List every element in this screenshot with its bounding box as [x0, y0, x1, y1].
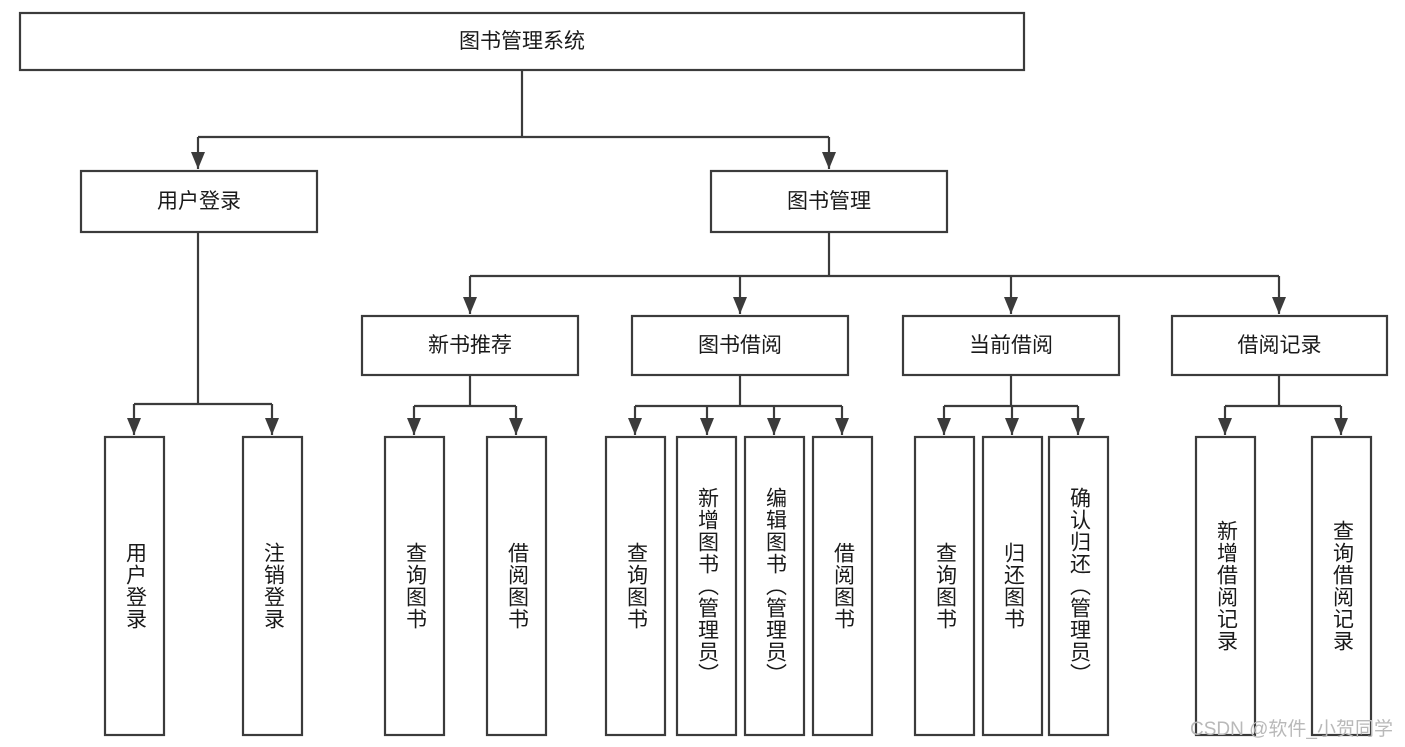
watermark-text: CSDN @软件_小贺同学	[1190, 719, 1393, 740]
arrow-to-leaf-confirm-return-icon	[1071, 418, 1085, 435]
arrow-to-leaf-return-book-icon	[1005, 418, 1019, 435]
arrow-to-current-borrow-icon	[1004, 297, 1018, 314]
connector-layer	[127, 70, 1348, 435]
arrow-to-book-borrow-icon	[733, 297, 747, 314]
node-leaf-edit-book-box[interactable]	[743, 435, 806, 737]
node-leaf-borrow-book-box[interactable]	[811, 435, 874, 737]
arrow-to-leaf-query-book-borrow-icon	[628, 418, 642, 435]
node-leaf-add-record-box[interactable]	[1194, 435, 1257, 737]
node-current-borrow-box[interactable]	[901, 314, 1121, 377]
node-new-book-recommend-label: 新书推荐	[428, 334, 512, 357]
node-leaf-return-book-box[interactable]	[981, 435, 1044, 737]
node-leaf-query-record-box[interactable]	[1310, 435, 1373, 737]
arrow-to-new-book-recommend-icon	[463, 297, 477, 314]
arrow-to-leaf-user-login-icon	[127, 418, 141, 435]
node-current-borrow-label: 当前借阅	[969, 334, 1053, 357]
arrow-to-leaf-query-book-current-icon	[937, 418, 951, 435]
node-book-manage-box[interactable]	[709, 169, 949, 234]
node-leaf-query-book-rec-box[interactable]	[383, 435, 446, 737]
arrow-to-leaf-query-record-icon	[1334, 418, 1348, 435]
node-book-borrow-label: 图书借阅	[698, 334, 782, 357]
arrow-to-leaf-edit-book-icon	[767, 418, 781, 435]
node-leaf-user-login-box[interactable]	[103, 435, 166, 737]
node-leaf-query-book-borrow-box[interactable]	[604, 435, 667, 737]
node-new-book-recommend-box[interactable]	[360, 314, 580, 377]
node-borrow-record-label: 借阅记录	[1238, 334, 1322, 357]
node-borrow-record-box[interactable]	[1170, 314, 1389, 377]
node-root-label: 图书管理系统	[459, 30, 585, 53]
arrow-to-leaf-add-record-icon	[1218, 418, 1232, 435]
node-root-box[interactable]	[18, 11, 1026, 72]
arrow-to-leaf-query-book-rec-icon	[407, 418, 421, 435]
arrow-to-leaf-borrow-book-icon	[835, 418, 849, 435]
node-user-login-label: 用户登录	[157, 190, 241, 213]
node-leaf-add-book-box[interactable]	[675, 435, 738, 737]
arrow-to-leaf-add-book-icon	[700, 418, 714, 435]
node-leaf-confirm-return-box[interactable]	[1047, 435, 1110, 737]
node-book-manage-label: 图书管理	[787, 190, 871, 213]
node-leaf-borrow-book-rec-box[interactable]	[485, 435, 548, 737]
node-leaf-query-book-current-box[interactable]	[913, 435, 976, 737]
arrow-to-user-login-icon	[191, 152, 205, 169]
arrow-to-borrow-record-icon	[1272, 297, 1286, 314]
arrow-to-leaf-borrow-book-rec-icon	[509, 418, 523, 435]
node-leaf-user-logout-box[interactable]	[241, 435, 304, 737]
arrow-to-book-manage-icon	[822, 152, 836, 169]
box-layer	[18, 11, 1389, 737]
arrow-to-leaf-user-logout-icon	[265, 418, 279, 435]
node-book-borrow-box[interactable]	[630, 314, 850, 377]
node-user-login-box[interactable]	[79, 169, 319, 234]
